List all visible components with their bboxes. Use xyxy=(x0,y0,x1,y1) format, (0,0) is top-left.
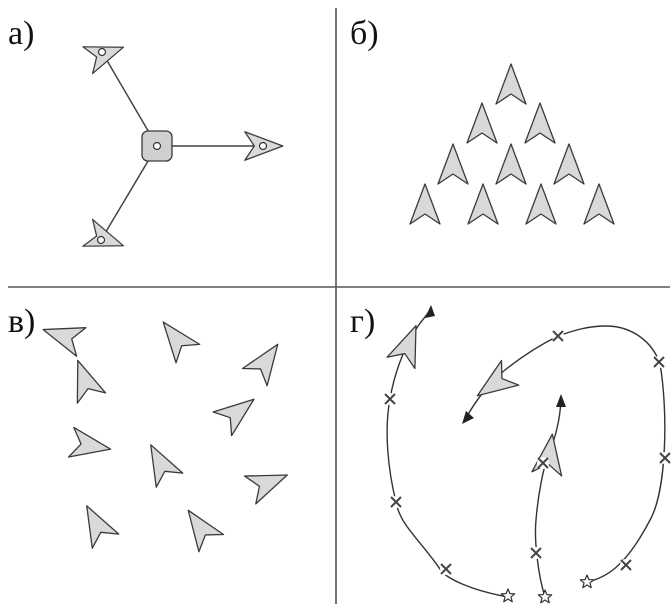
trajectory-middle xyxy=(534,399,562,598)
trajectory-right-loop xyxy=(465,325,666,583)
follower-bottom-agent-icon xyxy=(82,218,129,260)
panel-g-trajectories xyxy=(383,305,672,604)
follower-bottom-dot xyxy=(96,235,106,245)
swarm-agent-icon xyxy=(243,460,294,505)
waypoint-x-icon xyxy=(536,456,550,470)
link-to-bottom-follower xyxy=(100,145,158,241)
waypoint-x-icon xyxy=(529,546,543,560)
panel-label-v: в) xyxy=(8,303,35,340)
panel-a-leader-follower xyxy=(82,33,284,260)
leader-dot xyxy=(152,141,162,151)
panel-b-triangle-formation xyxy=(409,63,615,225)
follower-top-dot xyxy=(97,47,107,57)
swarm-agent-icon xyxy=(175,501,225,553)
swarm-agent-icon xyxy=(63,354,107,404)
formation-agent-icon xyxy=(524,102,556,144)
swarm-agent-icon xyxy=(136,437,184,488)
panel-v-scattered-swarm xyxy=(37,312,294,553)
formation-agent-icon xyxy=(583,183,615,225)
trajectory-agent-icon xyxy=(531,431,568,477)
formation-agent-icon xyxy=(467,183,499,225)
waypoint-x-icon xyxy=(652,355,666,369)
formation-agent-icon xyxy=(553,143,585,185)
formation-agent-icon xyxy=(437,143,469,185)
formation-agent-icon xyxy=(466,102,498,144)
panel-label-a: а) xyxy=(8,15,34,52)
panel-label-b: б) xyxy=(350,15,379,52)
waypoint-x-icon xyxy=(619,558,633,572)
link-to-top-follower xyxy=(101,51,158,147)
swarm-agent-icon xyxy=(212,386,264,437)
follower-right-dot xyxy=(258,141,268,151)
swarm-agent-icon xyxy=(72,498,120,549)
waypoint-x-icon xyxy=(389,495,403,509)
trajectory-middle-arrowhead xyxy=(556,394,566,407)
swarm-agent-icon xyxy=(150,312,201,364)
trajectory-right-arrowhead xyxy=(462,411,474,424)
swarm-agent-icon xyxy=(67,426,114,465)
waypoint-x-icon xyxy=(383,392,397,406)
swarm-agent-icon xyxy=(37,314,87,357)
waypoint-x-icon xyxy=(658,451,672,465)
start-star-icon xyxy=(537,589,553,604)
start-star-icon xyxy=(500,588,516,603)
trajectory-agent-icon xyxy=(386,319,431,370)
trajectory-left-arrowhead xyxy=(425,305,435,318)
formation-agent-icon xyxy=(495,63,527,105)
start-star-icon xyxy=(579,574,595,589)
formation-agent-icon xyxy=(495,143,527,185)
formation-agent-icon xyxy=(525,183,557,225)
panel-label-g: г) xyxy=(350,303,375,340)
waypoint-x-icon xyxy=(551,329,565,343)
waypoint-x-icon xyxy=(439,562,453,576)
formation-agent-icon xyxy=(409,183,441,225)
swarm-agent-icon xyxy=(241,335,291,387)
